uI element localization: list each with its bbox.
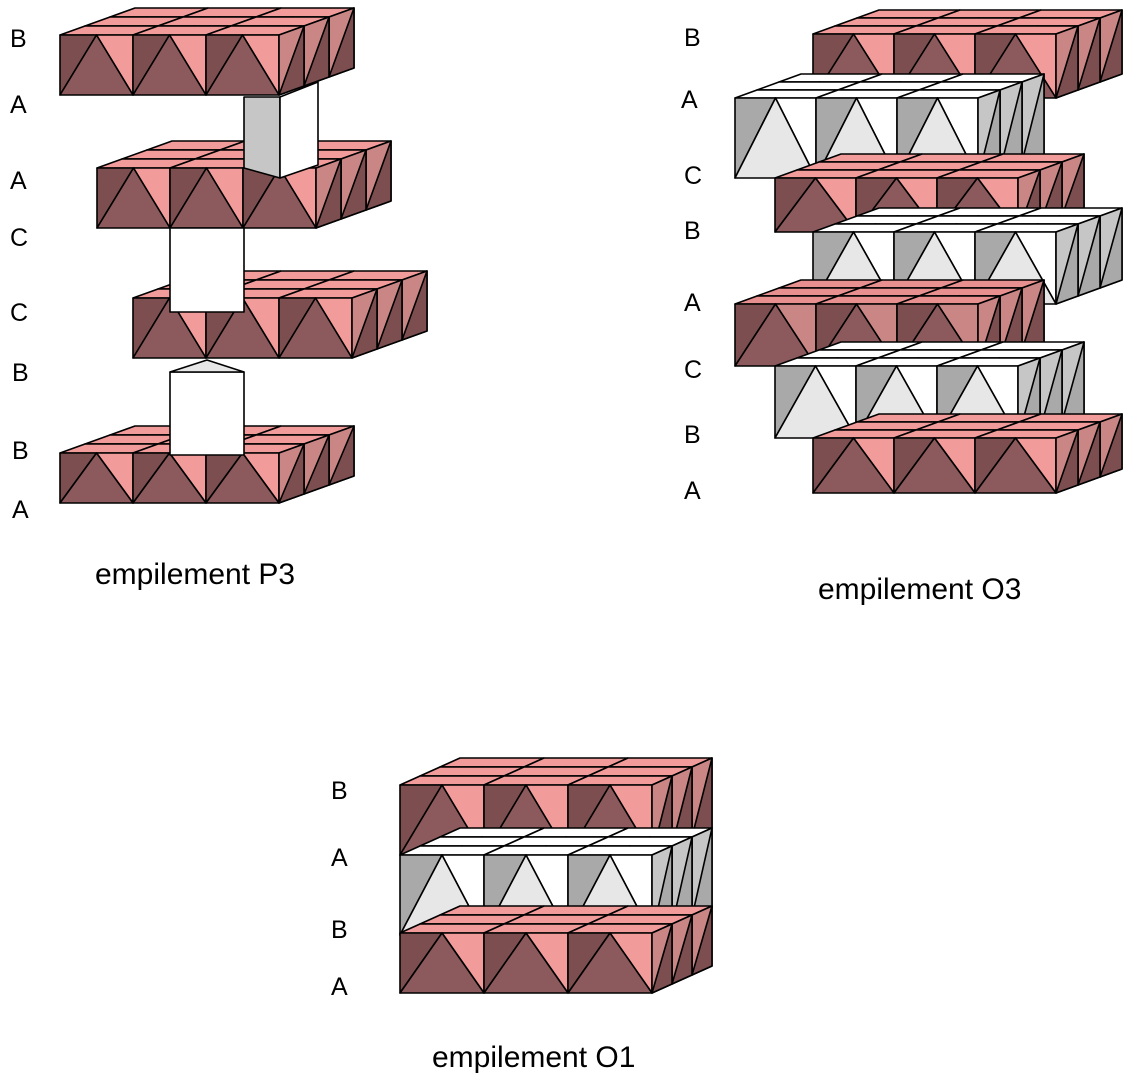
octahedron-face [205,34,280,96]
octahedron-face [205,297,280,359]
octahedron-side-face [1055,223,1079,305]
p3-octahedra-layers [59,7,428,504]
o3-caption: empilement O3 [818,573,1021,606]
octahedron-side-face [278,443,305,504]
octahedron-side-face [303,434,330,495]
octahedron-side-face [340,149,367,220]
octahedron-side-face [671,914,693,985]
p3-layer-label: B [12,437,29,465]
p3-layer-label: A [10,167,27,195]
o3-layer-label: B [684,24,701,52]
octahedron-face [132,34,207,96]
o3-layer-label: A [684,477,701,505]
octahedra-layer [59,425,355,504]
o1-layer-label: A [331,844,348,872]
o3-layer-label: B [684,217,701,245]
octahedron-side-face [1055,25,1079,99]
octahedron-side-face [1077,215,1101,297]
octahedron-face [812,437,895,494]
o1-layer-label: B [331,916,348,944]
octahedron-face [242,167,317,229]
p3-layer-label: A [12,496,29,524]
octahedron-side-face [651,923,673,994]
p3-layer-label: C [10,299,28,327]
octahedron-side-face [303,16,330,87]
trigonal-prism [279,81,319,179]
octahedra-layer [399,757,713,856]
trigonal-prism [169,359,245,373]
octahedron-side-face [1055,429,1079,494]
o1-octahedra-layers [399,757,713,994]
o1-layer-label: B [331,777,348,805]
octahedron-face [132,297,207,359]
octahedron-face [974,437,1057,494]
o1-layer-label: A [331,973,348,1001]
octahedron-side-face [365,140,392,211]
octahedron-side-face [328,425,355,486]
octahedron-side-face [1077,421,1101,486]
diagram-p3: B A A C C B B A empilement P3 [10,7,428,591]
p3-layer-label: A [10,91,27,119]
octahedra-layer [399,905,713,994]
octahedron-side-face [1099,413,1123,478]
o3-octahedra-layers [734,9,1123,494]
octahedron-side-face [278,25,305,96]
p3-layer-label: B [12,359,29,387]
octahedron-side-face [691,905,713,976]
octahedron-side-face [401,270,428,341]
diagram-o1: B A B A empilement O1 [331,757,713,1074]
octahedra-layer [132,270,428,359]
o3-layer-label: C [684,356,702,384]
octahedron-side-face [315,158,342,229]
octahedron-side-face [1099,9,1123,83]
octahedron-face [893,437,976,494]
octahedron-side-face [376,279,403,350]
o3-layer-label: B [684,421,701,449]
p3-interlayer-prisms [169,81,319,456]
o3-layer-label: C [684,162,702,190]
octahedron-face [278,297,353,359]
octahedron-side-face [328,7,355,78]
octahedron-face [96,167,171,229]
octahedron-face [399,932,485,994]
o3-layer-labels: B A C B A C B A [681,24,702,505]
octahedron-side-face [351,288,378,359]
trigonal-prism [243,96,281,179]
p3-caption: empilement P3 [95,558,295,591]
octahedra-layer [59,7,355,96]
octahedron-face [567,932,653,994]
p3-layer-labels: B A A C C B B A [10,25,29,524]
trigonal-prism [169,371,245,456]
diagram-o3: B A C B A C B A empilement O3 [681,9,1123,606]
octahedron-face [132,452,207,504]
octahedron-face [205,452,280,504]
p3-layer-label: C [10,224,28,252]
octahedron-face [59,34,134,96]
o3-layer-label: A [684,289,701,317]
o1-layer-labels: B A B A [331,777,348,1001]
o3-layer-label: A [681,86,698,114]
octahedron-face [483,932,569,994]
octahedra-layer [812,413,1123,494]
octahedron-face [59,452,134,504]
o1-caption: empilement O1 [432,1041,635,1074]
octahedron-side-face [1077,17,1101,91]
trigonal-prism [169,227,245,313]
octahedra-layer [96,140,392,229]
p3-layer-label: B [10,25,27,53]
octahedron-side-face [1099,207,1123,289]
